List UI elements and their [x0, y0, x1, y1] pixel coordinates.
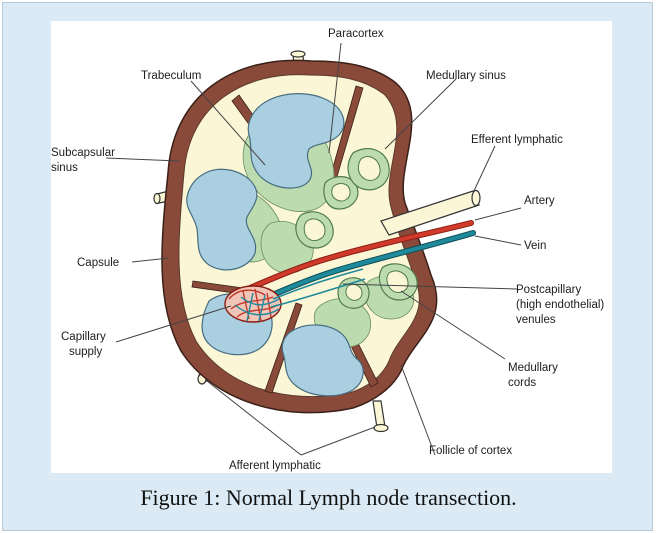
label-vein: Vein: [524, 240, 546, 252]
label-capillary-supply-line1: Capillary: [61, 331, 106, 343]
label-capillary-supply-line2: supply: [69, 346, 102, 358]
label-subcapsular-sinus-line2: sinus: [51, 162, 78, 174]
label-capsule: Capsule: [77, 257, 119, 269]
lymph-node-diagram: Paracortex Trabeculum Medullary sinus Ef…: [3, 3, 654, 532]
label-postcapillary-line1: Postcapillary: [516, 284, 581, 296]
label-afferent-lymphatic: Afferent lymphatic: [229, 460, 321, 472]
label-postcapillary-line3: venules: [516, 314, 556, 326]
label-postcapillary-line2: (high endothelial): [516, 299, 604, 311]
label-medullary-sinus: Medullary sinus: [426, 70, 506, 82]
label-paracortex: Paracortex: [328, 28, 384, 40]
label-artery: Artery: [524, 195, 555, 207]
label-medullary-cords-line2: cords: [508, 377, 536, 389]
label-trabeculum: Trabeculum: [141, 70, 201, 82]
label-subcapsular-sinus-line1: Subcapsular: [51, 147, 115, 159]
figure-caption: Figure 1: Normal Lymph node transection.: [3, 485, 654, 511]
label-follicle-of-cortex: Follicle of cortex: [429, 445, 512, 457]
label-efferent-lymphatic: Efferent lymphatic: [471, 134, 563, 146]
label-medullary-cords-line1: Medullary: [508, 362, 558, 374]
